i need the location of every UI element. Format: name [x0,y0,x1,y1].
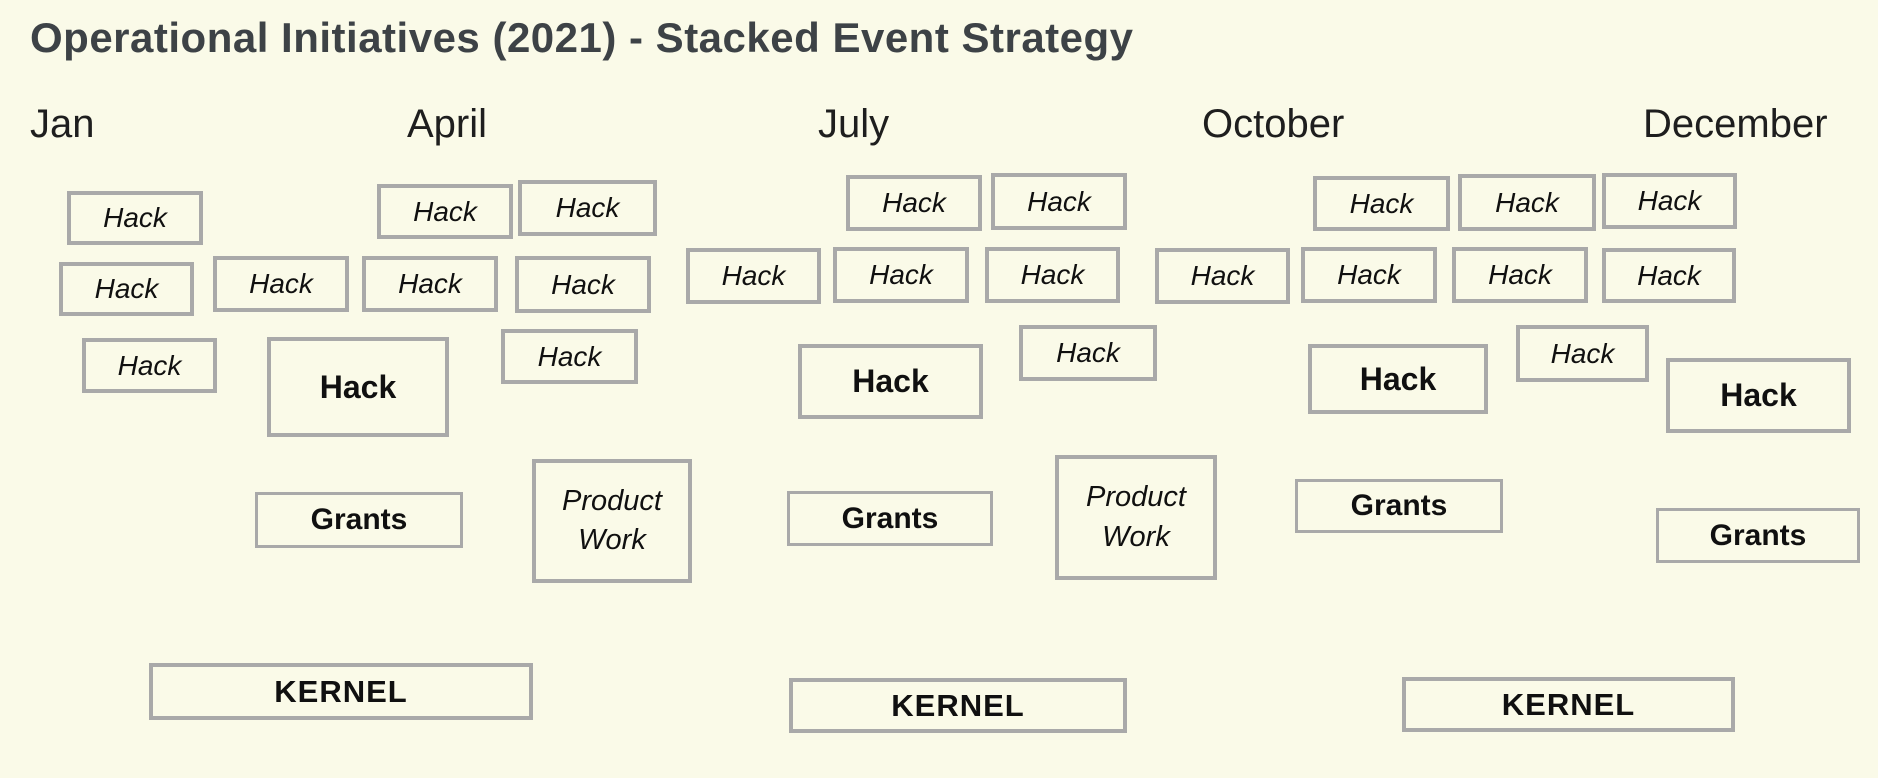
hack-small-box: Hack [991,173,1127,230]
hack-small-box: Hack [1602,248,1736,303]
hack-small-box: Hack [377,184,513,239]
product-work-box: Product Work [1055,455,1217,580]
hack-small-box: Hack [1155,248,1290,304]
month-label: July [818,102,890,146]
hack-small-box: Hack [362,256,498,312]
grants-box: Grants [1656,508,1860,563]
hack-small-box: Hack [59,262,194,316]
month-label: October [1202,102,1345,146]
hack-small-box: Hack [1516,325,1649,382]
hack-small-box: Hack [1452,247,1588,303]
kernel-box: KERNEL [789,678,1127,733]
hack-big-box: Hack [1308,344,1488,414]
grants-box: Grants [787,491,993,546]
hack-small-box: Hack [985,247,1120,303]
page-title: Operational Initiatives (2021) - Stacked… [30,14,1134,61]
hack-small-box: Hack [846,175,982,231]
hack-small-box: Hack [518,180,657,236]
kernel-box: KERNEL [149,663,533,720]
grants-box: Grants [1295,479,1503,533]
hack-small-box: Hack [501,329,638,384]
hack-small-box: Hack [1458,174,1596,231]
hack-big-box: Hack [798,344,983,419]
hack-small-box: Hack [686,248,821,304]
hack-small-box: Hack [1602,173,1737,229]
month-label: April [407,102,488,146]
hack-small-box: Hack [515,256,651,313]
hack-small-box: Hack [82,338,217,393]
hack-small-box: Hack [67,191,203,245]
hack-big-box: Hack [267,337,449,437]
month-label: December [1643,102,1828,146]
month-label: Jan [30,102,95,146]
product-work-box: Product Work [532,459,692,583]
hack-small-box: Hack [833,247,969,303]
hack-small-box: Hack [1019,325,1157,381]
kernel-box: KERNEL [1402,677,1735,732]
hack-big-box: Hack [1666,358,1851,433]
hack-small-box: Hack [1313,176,1450,231]
grants-box: Grants [255,492,463,548]
hack-small-box: Hack [213,256,349,312]
hack-small-box: Hack [1301,247,1437,303]
